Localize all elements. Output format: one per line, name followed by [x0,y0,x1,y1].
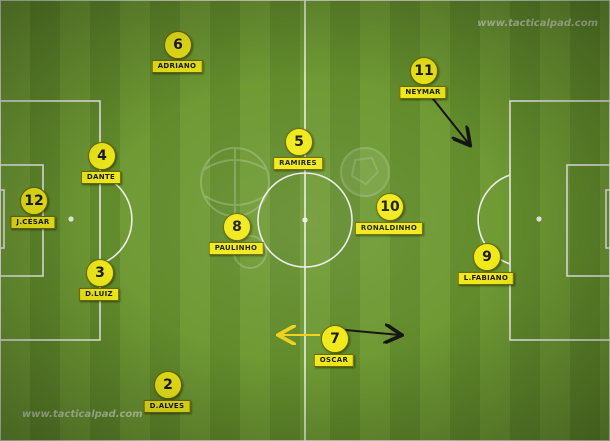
player-number-badge: 3 [86,259,114,287]
player-number-badge: 4 [88,142,116,170]
player-name-label: D.ALVES [143,400,191,413]
player-number-badge: 2 [154,371,182,399]
player-number-badge: 6 [164,31,192,59]
player-number-badge: 7 [321,325,349,353]
player-name-label: NEYMAR [399,86,447,99]
center-circle [257,172,353,268]
center-spot [302,217,308,223]
player-name-label: L.FABIANO [457,272,515,285]
neymar-run-arrow[interactable] [429,94,469,144]
player-number-badge: 5 [285,128,313,156]
left-penalty-arc [99,174,133,265]
right-goal-area [566,164,610,277]
player-name-label: RONALDINHO [354,222,424,235]
watermark-bottom: www.tacticalpad.com [22,409,143,420]
player-name-label: RAMIRES [273,157,323,170]
player-name-label: OSCAR [313,354,355,367]
player-name-label: J.CÉSAR [10,216,56,229]
player-number-badge: 8 [223,213,251,241]
player-name-label: PAULINHO [208,242,264,255]
player-number-badge: 10 [376,193,404,221]
right-penalty-spot [536,216,542,222]
player-number-badge: 12 [20,187,48,215]
oscar-right-run-arrow[interactable] [344,330,400,335]
left-penalty-area [0,100,101,341]
right-penalty-area [509,100,610,341]
player-name-label: ADRIANO [151,60,203,73]
player-number-badge: 11 [410,57,438,85]
right-goal [605,189,610,249]
player-name-label: D.LUIZ [79,288,119,301]
player-name-label: DANTE [80,171,122,184]
left-goal [0,189,5,249]
player-number-badge: 9 [473,243,501,271]
watermark-top: www.tacticalpad.com [477,18,598,29]
left-penalty-spot [68,216,74,222]
